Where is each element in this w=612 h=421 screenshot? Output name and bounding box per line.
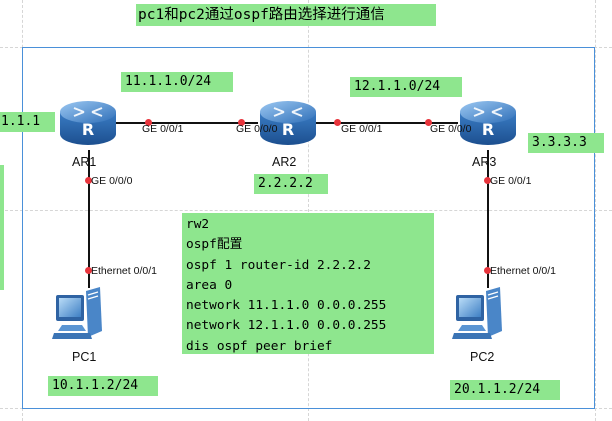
router-id-ar1[interactable]: 1.1.1 xyxy=(0,112,55,132)
canvas-frame xyxy=(22,47,595,409)
device-label-ar3: AR3 xyxy=(472,155,497,169)
pc2-address-label[interactable]: 20.1.1.2/24 xyxy=(450,380,560,400)
port-dot xyxy=(484,267,491,274)
router-icon[interactable]: R xyxy=(456,88,520,152)
link-ar3-pc2 xyxy=(487,150,489,288)
ospf-config-note[interactable]: rw2 ospf配置 ospf 1 router-id 2.2.2.2 area… xyxy=(182,213,434,354)
router-id-ar2[interactable]: 2.2.2.2 xyxy=(254,174,328,194)
port-label-pc2-eth: Ethernet 0/0/1 xyxy=(490,265,556,277)
port-dot xyxy=(85,177,92,184)
network-label-ar2-ar3[interactable]: 12.1.1.0/24 xyxy=(350,77,462,97)
config-line: ospf 1 router-id 2.2.2.2 xyxy=(186,257,371,273)
config-line: network 11.1.1.0 0.0.0.255 xyxy=(186,298,387,314)
port-dot xyxy=(238,119,245,126)
device-label-pc2: PC2 xyxy=(470,350,495,364)
clipped-note-edge xyxy=(0,165,4,290)
port-dot xyxy=(425,119,432,126)
device-label-pc1: PC1 xyxy=(72,350,97,364)
port-label-pc1-eth: Ethernet 0/0/1 xyxy=(91,265,157,277)
grid-line xyxy=(0,210,612,211)
config-line: dis ospf peer brief xyxy=(186,338,333,354)
port-label-ar1-ge001: GE 0/0/1 xyxy=(142,123,184,135)
network-label-ar1-ar2[interactable]: 11.1.1.0/24 xyxy=(121,72,233,92)
link-ar1-pc1 xyxy=(88,150,90,288)
router-icon[interactable]: R xyxy=(56,88,120,152)
router-id-ar3[interactable]: 3.3.3.3 xyxy=(528,133,604,153)
port-dot xyxy=(85,267,92,274)
pc1-address-label[interactable]: 10.1.1.2/24 xyxy=(48,376,158,396)
port-dot xyxy=(484,177,491,184)
device-label-ar1: AR1 xyxy=(72,155,97,169)
device-label-ar2: AR2 xyxy=(272,155,297,169)
config-line: area 0 xyxy=(186,277,233,293)
svg-text:R: R xyxy=(282,120,294,139)
port-label-ar1-ge000: GE 0/0/0 xyxy=(91,175,133,187)
pc-icon[interactable] xyxy=(452,285,508,345)
config-line: rw2 xyxy=(186,217,210,232)
config-line: network 12.1.1.0 0.0.0.255 xyxy=(186,318,387,334)
svg-text:R: R xyxy=(482,120,494,139)
pc-icon[interactable] xyxy=(52,285,108,345)
port-label-ar3-ge000: GE 0/0/0 xyxy=(430,123,472,135)
port-label-ar3-ge001: GE 0/0/1 xyxy=(490,175,532,187)
diagram-title[interactable]: pc1和pc2通过ospf路由选择进行通信 xyxy=(136,4,436,26)
port-dot xyxy=(334,119,341,126)
router-icon[interactable]: R xyxy=(256,88,320,152)
port-label-ar2-ge001: GE 0/0/1 xyxy=(341,123,383,135)
config-line: ospf配置 xyxy=(186,237,243,253)
port-dot xyxy=(145,119,152,126)
port-label-ar2-ge000: GE 0/0/0 xyxy=(236,123,278,135)
link-ar1-ar2 xyxy=(110,122,258,124)
link-ar2-ar3 xyxy=(313,122,458,124)
svg-text:R: R xyxy=(82,120,94,139)
